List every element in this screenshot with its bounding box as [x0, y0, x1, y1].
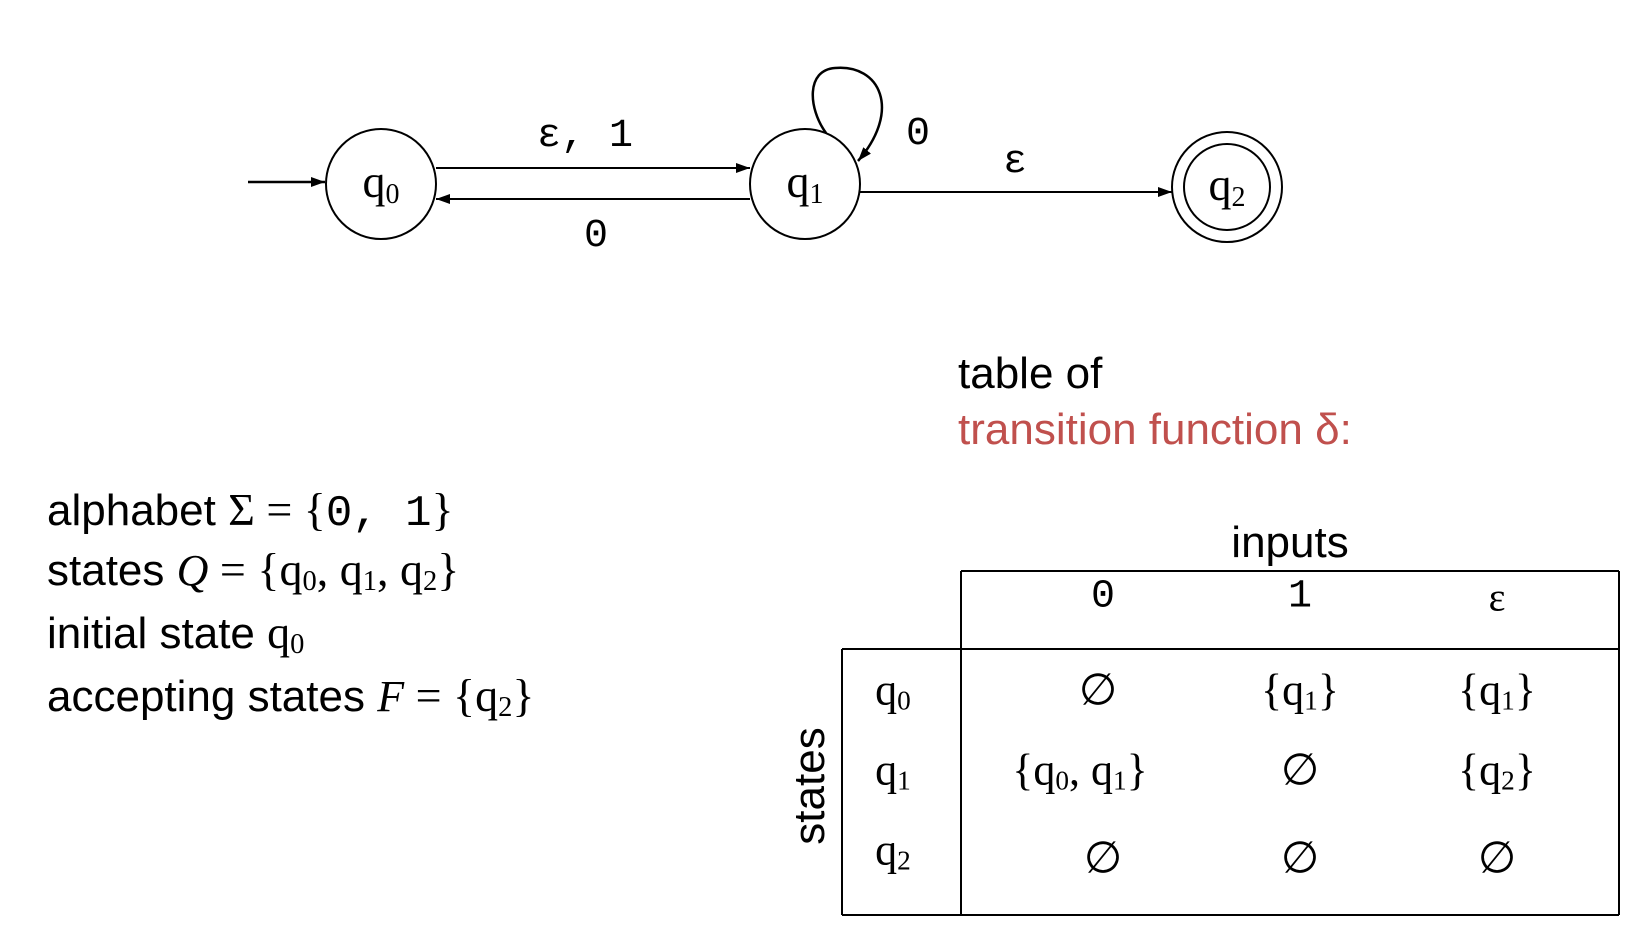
- states-label: states: [47, 546, 165, 595]
- state-q0-circle: [325, 128, 437, 240]
- cell-q0-epsilon: {q1}: [1458, 665, 1536, 716]
- edge-q1-q2-label: ε: [1003, 140, 1027, 185]
- initial-label: initial state: [47, 609, 255, 658]
- cell-q2-epsilon: ∅: [1477, 833, 1517, 883]
- initial-value: q0: [267, 607, 305, 661]
- alphabet-close: }: [431, 484, 454, 535]
- state-q2-inner-circle: [1183, 143, 1271, 231]
- accepting-label: accepting states: [47, 672, 365, 721]
- states-value: = {q0, q1, q2}: [208, 544, 460, 598]
- cell-q1-epsilon: {q2}: [1458, 745, 1536, 796]
- states-axis-label: states: [785, 727, 834, 845]
- alphabet-label: alphabet: [47, 486, 216, 535]
- cell-q2-0: ∅: [1083, 833, 1123, 883]
- row-label-q2: q2: [875, 825, 911, 876]
- states-symbol: Q: [176, 546, 209, 595]
- cell-q1-0: {q0, q1}: [1012, 745, 1148, 796]
- state-q2-outer-circle: [1171, 131, 1283, 243]
- alphabet-symbol: Σ: [228, 484, 255, 535]
- state-q1-label: q1: [787, 156, 824, 210]
- row-label-q1: q1: [875, 745, 911, 796]
- column-header-0: 0: [1090, 574, 1116, 620]
- cell-q0-0: ∅: [1078, 665, 1118, 715]
- column-header-1: 1: [1287, 574, 1313, 620]
- table-title-line2: transition function δ:: [958, 405, 1352, 454]
- accepting-states-definition: accepting states F = {q2}: [47, 668, 534, 731]
- table-title-line1: table of: [958, 349, 1103, 398]
- cell-q1-1: ∅: [1280, 745, 1320, 795]
- accepting-symbol: F: [377, 672, 405, 721]
- state-q0-label: q0: [363, 156, 400, 210]
- column-header-epsilon: ε: [1488, 574, 1506, 620]
- edge-q1-self-loop: [811, 66, 884, 162]
- alphabet-eq: = {: [254, 484, 326, 535]
- alphabet-definition: alphabet Σ = {0, 1}: [47, 482, 534, 542]
- row-label-q0: q0: [875, 665, 911, 716]
- alphabet-values: 0, 1: [325, 489, 432, 539]
- edge-q1-q0-label: 0: [584, 214, 608, 259]
- accepting-value: = {q2}: [404, 670, 535, 724]
- inputs-axis-label: inputs: [1231, 518, 1349, 567]
- edge-q0-q1-label: ε, 1: [537, 114, 633, 159]
- edge-q1-self-loop-label: 0: [906, 112, 930, 157]
- cell-q0-1: {q1}: [1261, 665, 1339, 716]
- states-definition: states Q = {q0, q1, q2}: [47, 542, 534, 605]
- state-q1-circle: [749, 128, 861, 240]
- state-q2-label: q2: [1209, 159, 1246, 213]
- automaton-definitions: alphabet Σ = {0, 1} states Q = {q0, q1, …: [47, 482, 534, 731]
- cell-q2-1: ∅: [1280, 833, 1320, 883]
- initial-state-definition: initial state q0: [47, 605, 534, 668]
- table-title: table of transition function δ:: [958, 346, 1352, 458]
